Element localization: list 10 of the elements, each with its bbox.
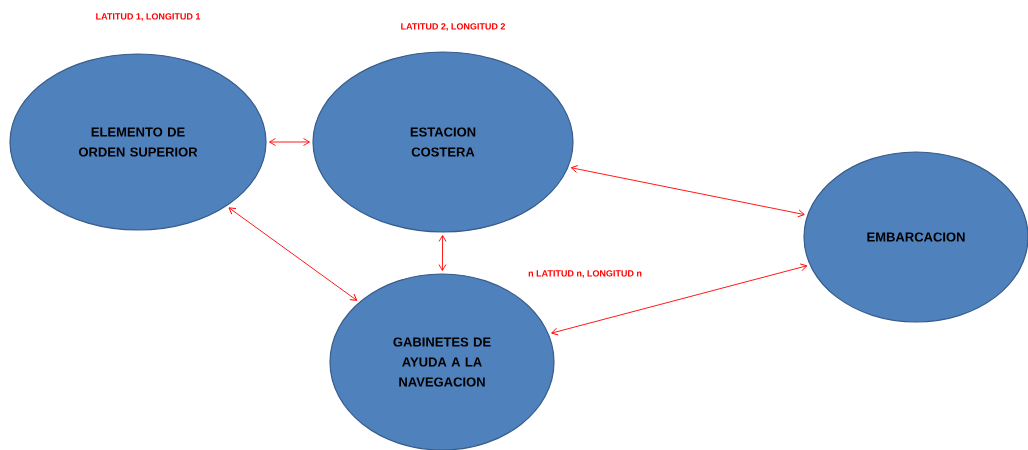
- coordinate-label: LATITUD 1, LONGITUD 1: [96, 13, 201, 21]
- double-arrow: [570, 165, 805, 218]
- ellipse-node: ELEMENTO DE ORDEN SUPERIOR: [9, 53, 267, 231]
- double-arrow: [551, 263, 808, 336]
- double-arrow: [269, 138, 310, 146]
- coordinate-label: LATITUD 2, LONGITUD 2: [401, 23, 506, 31]
- ellipse-node: ESTACION COSTERA: [312, 51, 574, 233]
- double-arrow: [228, 207, 358, 301]
- double-arrow: [438, 235, 447, 271]
- ellipse-node: EMBARCACION: [803, 151, 1028, 323]
